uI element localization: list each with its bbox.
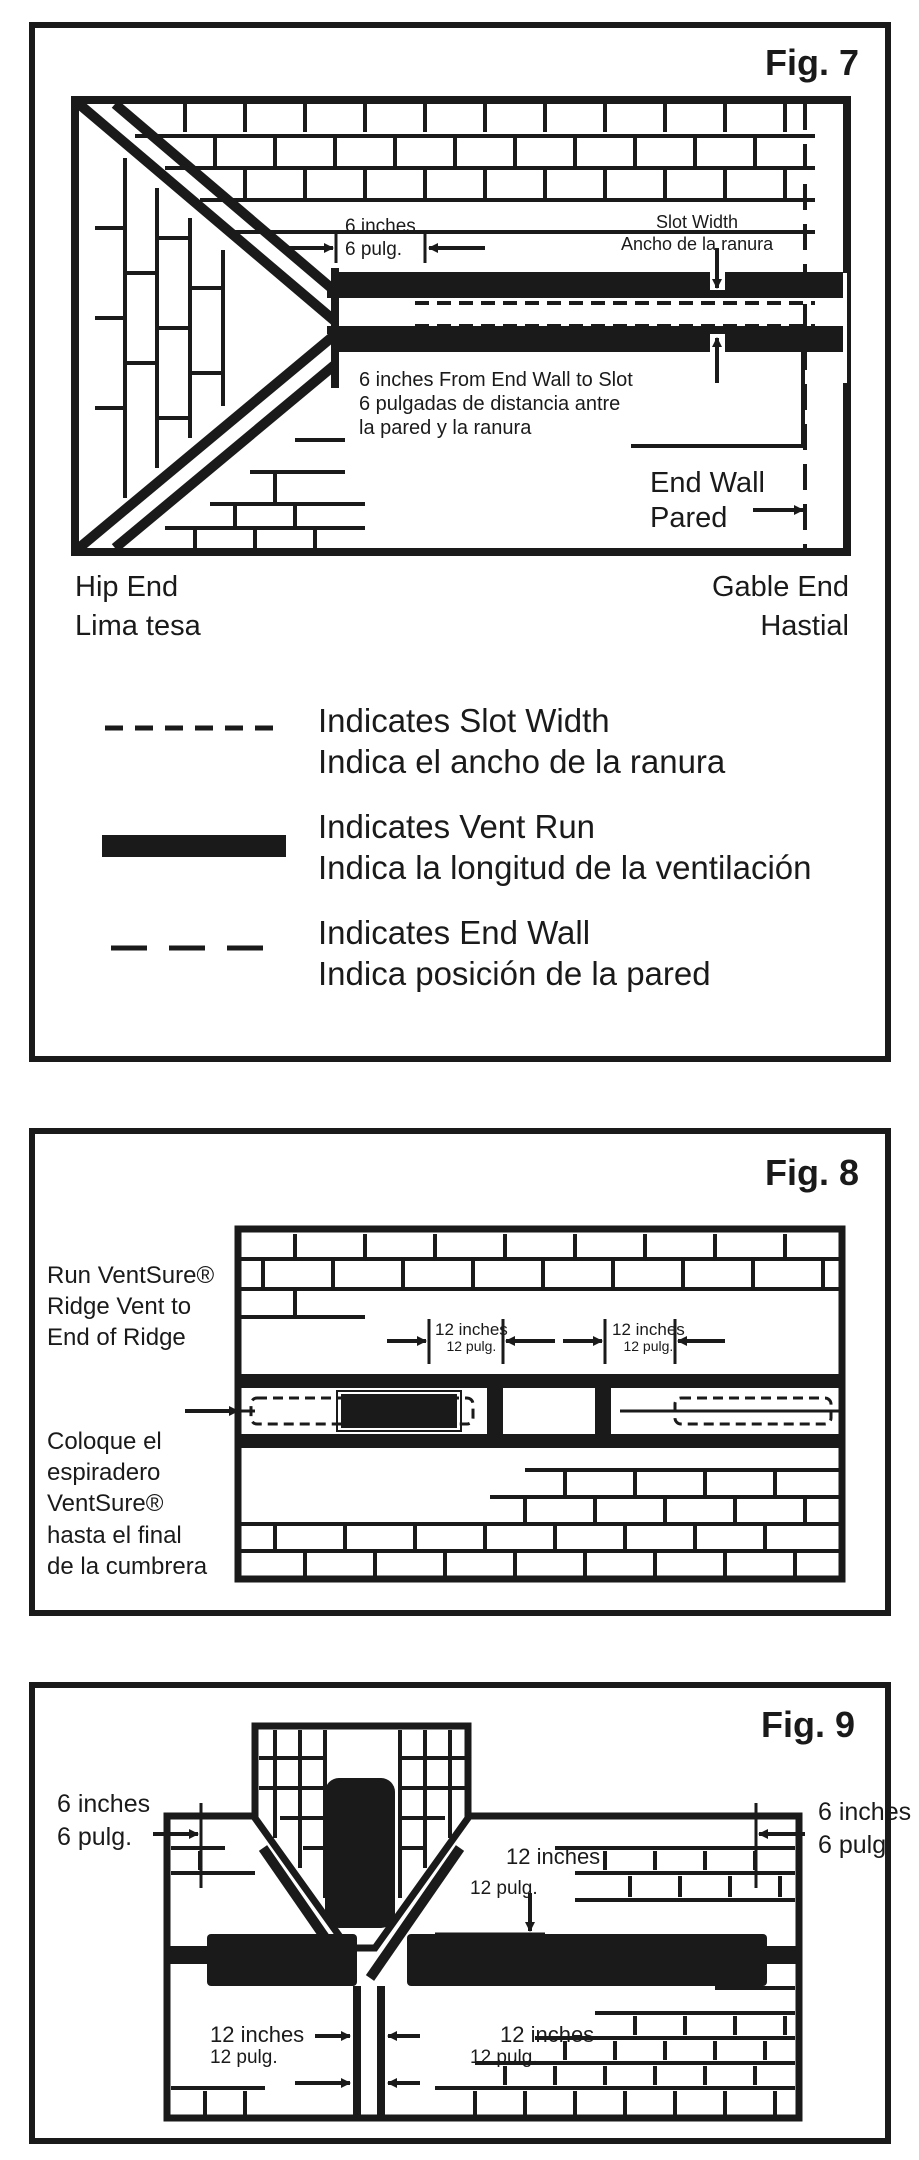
from-end-wall-label: 6 inches From End Wall to Slot 6 pulgada…	[359, 368, 633, 440]
legend-vent-es: Indica la longitud de la ventilación	[318, 849, 812, 887]
shingle-keys-top	[183, 104, 787, 198]
brick-pattern-right	[435, 1846, 795, 2115]
ridge-divider-right	[377, 1986, 385, 2118]
six-inches-es: 6 pulg.	[345, 238, 403, 260]
bottom-left-en: 12 inches	[210, 2022, 305, 2047]
hip-end-en: Hip End	[75, 571, 179, 603]
gable-end-label: Gable End Hastial	[712, 568, 849, 646]
legend-wall-es: Indica posición de la pared	[318, 955, 711, 993]
bottom-right-es: 12 pulg.	[470, 2047, 538, 2069]
left-six-en: 6 inches	[57, 1790, 151, 1818]
hip-ridges	[75, 100, 347, 552]
figure-9-title: Fig. 9	[760, 1704, 855, 1745]
legend-vent-mark	[102, 835, 286, 857]
figure-8-panel: Fig. 8	[29, 1128, 891, 1616]
side-en-1: Run VentSure®	[47, 1262, 215, 1289]
hip-end-label: Hip End Lima tesa	[75, 568, 201, 646]
slot-width-es: Ancho de la ranura	[621, 233, 774, 254]
dim-ticks	[427, 1319, 677, 1364]
legend-vent-text: Indicates Vent Run Indica la longitud de…	[318, 806, 812, 889]
legend-slot-es: Indica el ancho de la ranura	[318, 743, 726, 781]
end-wall-es: Pared	[650, 501, 728, 534]
dim2-label: 12 inches 12 pulg.	[612, 1321, 685, 1354]
dim1-es: 12 pulg.	[446, 1337, 497, 1354]
shingle-courses-bottom	[165, 438, 365, 550]
slot-width-label: Slot Width Ancho de la ranura	[621, 212, 773, 255]
side-es-5: de la cumbrera	[47, 1552, 208, 1580]
legend-wall-text: Indicates End Wall Indica posición de la…	[318, 912, 711, 995]
main-vent-runs	[167, 1934, 799, 1986]
hip-end-es: Lima tesa	[75, 610, 201, 643]
gable-end-es: Hastial	[760, 610, 849, 643]
shingle-courses-top	[241, 1234, 839, 1319]
dim2-es: 12 pulg.	[623, 1337, 674, 1354]
right-six-en: 6 inches	[818, 1798, 912, 1826]
figure-7-drawing	[71, 96, 851, 951]
dormer-vent	[325, 1778, 395, 1928]
slot-width-en: Slot Width	[656, 212, 739, 232]
bottom-left-es: 12 pulg.	[210, 2047, 278, 2069]
side-es-3: VentSure®	[47, 1490, 164, 1518]
end-wall-label: End Wall Pared	[650, 466, 765, 536]
bottom-left-label: 12 inches 12 pulg.	[210, 2022, 304, 2069]
end-wall-en: End Wall	[650, 467, 765, 499]
side-es-2: espiradero	[47, 1459, 161, 1487]
shingle-courses-top	[135, 134, 815, 234]
dim2-en: 12 inches	[612, 1320, 685, 1339]
legend-slot-en: Indicates Slot Width	[318, 702, 610, 739]
side-en-3: End of Ridge	[47, 1324, 186, 1352]
dormer-dim-label: 12 inches 12 pulg.	[470, 1840, 600, 1904]
ridge-divider-left	[353, 1986, 361, 2118]
bottom-right-en: 12 inches	[500, 2022, 595, 2047]
legend-wall-en: Indicates End Wall	[318, 914, 591, 951]
hip-courses	[95, 158, 225, 498]
six-inches-label: 6 inches 6 pulg.	[345, 216, 416, 262]
end-wall-leader	[631, 333, 805, 448]
dim1-en: 12 inches	[435, 1320, 508, 1339]
slot-width-dashed	[415, 301, 815, 328]
hip-end-cap	[331, 268, 339, 388]
left-six-label: 6 inches 6 pulg.	[57, 1788, 150, 1853]
vent-runs	[327, 272, 843, 352]
ridge-vent-band	[241, 1374, 841, 1448]
figure-9-panel: Fig. 9	[29, 1682, 911, 2144]
from-end-wall-3: la pared y la ranura	[359, 417, 532, 439]
side-label-en: Run VentSure® Ridge Vent to End of Ridge	[47, 1260, 214, 1354]
dormer-bricks	[259, 1730, 465, 1898]
figure-7-panel: Fig. 7	[29, 22, 891, 1062]
right-six-label: 6 inches 6 pulg.	[818, 1796, 911, 1861]
gable-end-en: Gable End	[711, 571, 849, 603]
dormer-dim-es: 12 pulg.	[470, 1878, 538, 1900]
dim1-label: 12 inches 12 pulg.	[435, 1321, 508, 1354]
six-inches-en: 6 inches	[345, 216, 416, 237]
legend-vent-en: Indicates Vent Run	[318, 808, 596, 845]
shingle-courses-bottom	[241, 1468, 839, 1576]
legend-slot-text: Indicates Slot Width Indica el ancho de …	[318, 700, 725, 783]
figure-9-drawing	[153, 1722, 805, 2122]
side-label-es: Coloque el espiradero VentSure® hasta el…	[47, 1426, 207, 1582]
right-six-es: 6 pulg.	[818, 1830, 894, 1859]
figure-8-drawing	[185, 1225, 846, 1583]
bottom-right-label: 12 inches 12 pulg.	[470, 2022, 594, 2069]
left-six-es: 6 pulg.	[57, 1822, 133, 1851]
from-end-wall-1: 6 inches From End Wall to Slot	[359, 369, 633, 391]
vent-outline	[336, 1390, 462, 1432]
from-end-wall-2: 6 pulgadas de distancia antre	[359, 393, 621, 415]
figure-7-title: Fig. 7	[764, 42, 859, 83]
dormer-dim-en: 12 inches	[506, 1844, 601, 1869]
figure-8-title: Fig. 8	[764, 1152, 859, 1193]
side-en-2: Ridge Vent to	[47, 1293, 192, 1321]
side-es-4: hasta el final	[47, 1521, 182, 1549]
side-es-1: Coloque el	[47, 1428, 162, 1455]
